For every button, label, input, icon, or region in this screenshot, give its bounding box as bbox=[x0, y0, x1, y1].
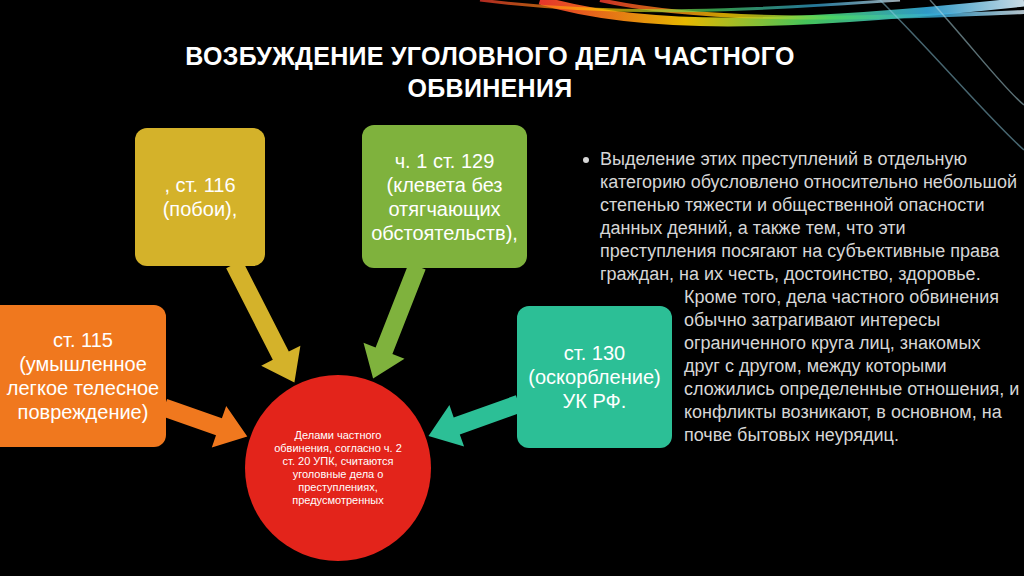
article-box: ч. 1 ст. 129 (клевета без отягчающих обс… bbox=[362, 125, 527, 268]
definition-circle: Делами частного обвинения, согласно ч. 2… bbox=[245, 375, 431, 561]
node-text-group: ч. 1 ст. 129 (клевета без отягчающих обс… bbox=[367, 149, 522, 245]
bullet-dot bbox=[583, 157, 589, 163]
block-arrow bbox=[161, 399, 247, 447]
block-arrow bbox=[429, 395, 522, 446]
article-text: ч. 1 ст. 129 (клевета без отягчающих обс… bbox=[367, 149, 522, 245]
circle-fill bbox=[245, 375, 431, 561]
article-text: ст. 130 (оскорбление) УК РФ. bbox=[523, 341, 666, 413]
block-arrow bbox=[226, 260, 300, 382]
node-text-group: ст. 130 (оскорбление) УК РФ. bbox=[523, 341, 666, 413]
block-arrow bbox=[364, 263, 426, 379]
node-text-group: , ст. 116 (побои), bbox=[141, 173, 259, 221]
node-text-group: Делами частного обвинения, согласно ч. 2… bbox=[274, 429, 402, 507]
article-text: , ст. 116 (побои), bbox=[141, 173, 259, 221]
note-text: Выделение этих преступлений в отдельную … bbox=[600, 149, 1019, 445]
article-box: ст. 115 (умышленное легкое телесное повр… bbox=[0, 305, 166, 447]
definition-text: Делами частного обвинения, согласно ч. 2… bbox=[274, 429, 402, 507]
bullet-note: Выделение этих преступлений в отдельную … bbox=[583, 148, 1020, 452]
article-text: ст. 115 (умышленное легкое телесное повр… bbox=[6, 328, 160, 424]
article-box: , ст. 116 (побои), bbox=[135, 128, 265, 266]
article-box: ст. 130 (оскорбление) УК РФ. bbox=[517, 306, 672, 448]
note-text: Выделение этих преступлений в отдельную … bbox=[600, 148, 1020, 447]
node-text-group: ст. 115 (умышленное легкое телесное повр… bbox=[6, 328, 160, 424]
slide-title: ВОЗБУЖДЕНИЕ УГОЛОВНОГО ДЕЛА ЧАСТНОГО ОБВ… bbox=[120, 40, 860, 104]
wrap-spacer bbox=[600, 302, 684, 452]
